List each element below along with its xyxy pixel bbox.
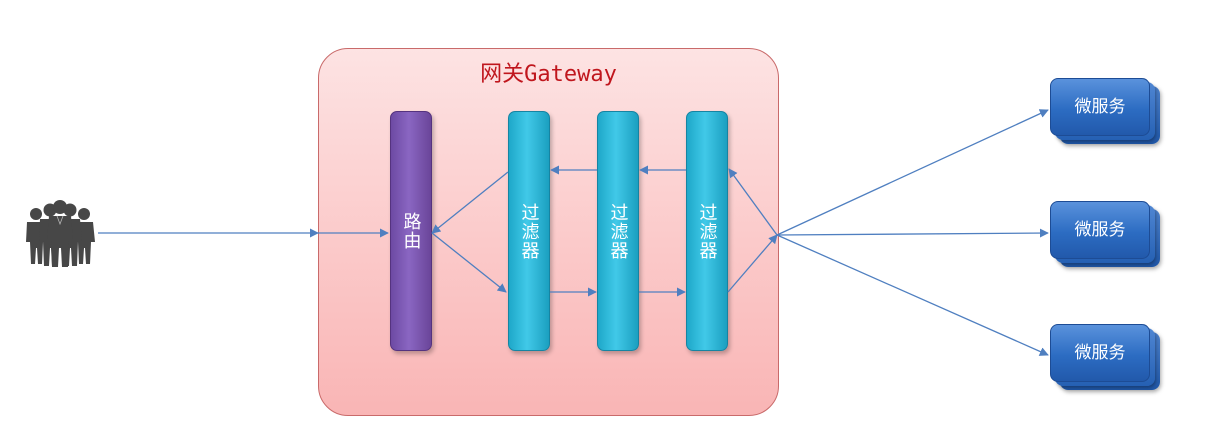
filter-label: 过滤器: [607, 202, 629, 260]
router-label: 路由: [400, 212, 422, 250]
microservice-node-3: 微服务: [1050, 324, 1160, 390]
microservice-label: 微服务: [1050, 324, 1150, 382]
users-group-icon: [26, 200, 95, 267]
arrow-to-microservice-1: [776, 109, 1049, 236]
arrow-hub-to-filter3: [728, 168, 778, 236]
router-bar: 路由: [390, 111, 432, 351]
arrow-filter3-to-hub: [727, 234, 778, 293]
filter-label: 过滤器: [518, 202, 540, 260]
gateway-title: 网关Gateway: [480, 62, 617, 87]
filter-label: 过滤器: [696, 202, 718, 260]
arrow-to-microservice-2: [776, 228, 1049, 238]
arrow-to-microservice-3: [776, 234, 1049, 356]
filter-bar-3: 过滤器: [686, 111, 728, 351]
microservice-node-1: 微服务: [1050, 78, 1160, 144]
microservice-label: 微服务: [1050, 78, 1150, 136]
microservice-node-2: 微服务: [1050, 201, 1160, 267]
microservice-label: 微服务: [1050, 201, 1150, 259]
filter-bar-2: 过滤器: [597, 111, 639, 351]
arrow-router-to-filter1: [431, 232, 507, 293]
filter-bar-1: 过滤器: [508, 111, 550, 351]
arrow-filter1-to-router: [431, 171, 509, 234]
